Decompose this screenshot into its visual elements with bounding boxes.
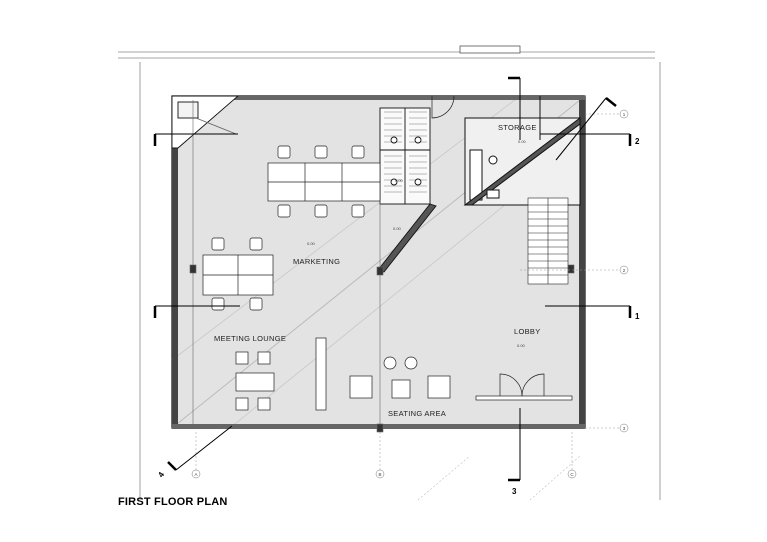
- room-label-marketing: MARKETING: [293, 257, 340, 266]
- boundary-lines: [118, 45, 661, 500]
- section-label-4: 4: [156, 470, 166, 479]
- grid-label-3: 3: [623, 426, 626, 431]
- level-tag-restroom: 0.00: [393, 226, 402, 231]
- room-label-storage: STORAGE: [498, 123, 537, 132]
- grid-bubble-1: [619, 109, 629, 119]
- grid-bubble-b: [375, 469, 385, 479]
- grid-label-2: 2: [623, 268, 626, 273]
- level-tags: 0.00 0.00 0.00 0.00 0.00: [307, 139, 527, 348]
- storage-room: [463, 96, 581, 206]
- restroom-block: [377, 107, 437, 273]
- grid-bubble-a: [191, 469, 201, 479]
- section-label-1: 1: [635, 312, 640, 321]
- section-label-2: 2: [635, 137, 640, 146]
- grid-lines: [195, 113, 620, 501]
- door-swing-top: [431, 95, 455, 119]
- grid-bubbles: [191, 109, 629, 479]
- grid-bubble-c: [567, 469, 577, 479]
- grid-bubble-2: [619, 265, 629, 275]
- level-tag-storage: 0.00: [518, 139, 527, 144]
- stair: [527, 197, 569, 285]
- level-tag-lobby: 0.00: [517, 343, 526, 348]
- room-label-lobby: LOBBY: [514, 327, 541, 336]
- room-label-seating-area: SEATING AREA: [388, 409, 446, 418]
- grid-label-a: A: [194, 472, 197, 477]
- marketing-desks: [202, 145, 381, 311]
- plan-title: FIRST FLOOR PLAN: [118, 496, 228, 508]
- grid-bubble-3: [619, 423, 629, 433]
- room-label-meeting-lounge: MEETING LOUNGE: [214, 334, 286, 343]
- entry-doors: [475, 373, 573, 401]
- structure-lines: [189, 100, 575, 433]
- level-tag-marketing: 0.00: [307, 241, 316, 246]
- section-markers: [153, 76, 632, 482]
- level-tag-restroom-2: 0.00: [395, 178, 404, 183]
- section-label-3: 3: [512, 487, 517, 496]
- grid-label-1: 1: [623, 112, 626, 117]
- grid-label-b: B: [378, 472, 381, 477]
- grid-label-c: C: [570, 472, 574, 477]
- lounge-furniture: [235, 337, 451, 411]
